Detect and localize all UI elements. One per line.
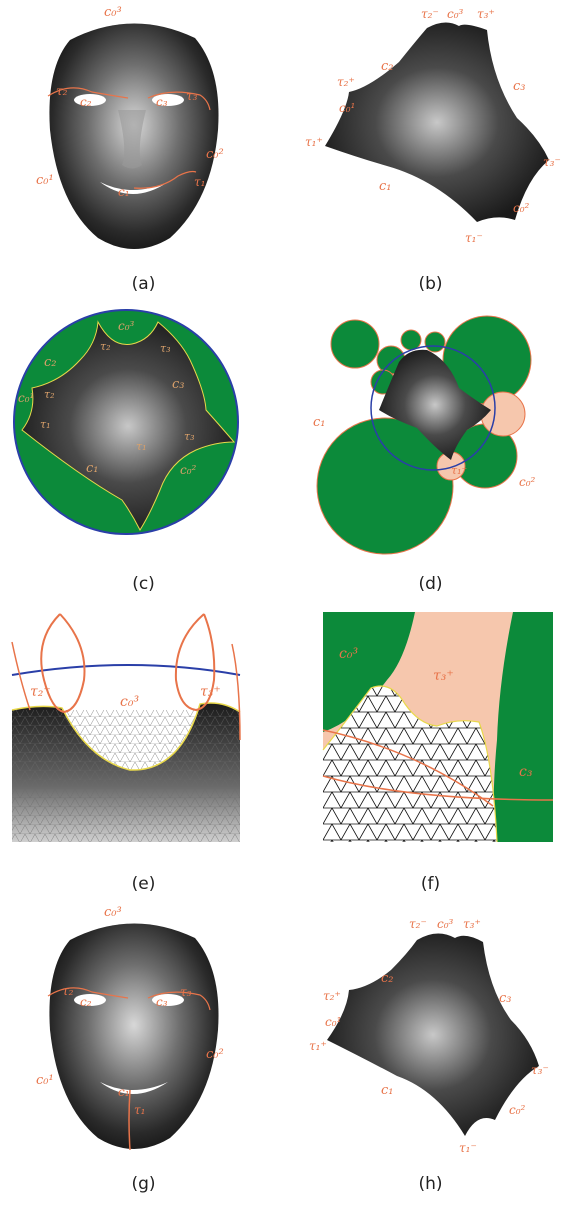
label-c0-3: c₀³ [437, 917, 454, 931]
face-mesh-a: c₀³ τ₂ c₂ c₃ τ₃ c₀² c₀¹ c₁ τ₁ [0, 0, 287, 300]
label-c0-3: c₀³ [120, 694, 139, 710]
label-tau2: τ₂ [62, 984, 74, 998]
label-tau2p: τ₂⁺ [337, 75, 355, 89]
label-tau2m: τ₂⁻ [409, 917, 427, 931]
label-tau1: τ₁ [194, 175, 205, 189]
caption-f: (f) [287, 874, 574, 894]
label-c1: c₁ [381, 1083, 394, 1098]
label-tau1p: τ₁⁺ [309, 1039, 327, 1053]
caption-e: (e) [0, 874, 287, 894]
label-tau3-c: τ₃ [160, 342, 171, 355]
caption-b: (b) [287, 274, 574, 294]
label-c0-2: c₀² [180, 463, 197, 477]
label-tau1m: τ₁⁻ [451, 464, 467, 477]
label-c0-2: c₀² [513, 201, 530, 215]
panel-d: c₁ τ₁⁻ c₀² [287, 300, 574, 600]
label-tau2-c: τ₂ [100, 340, 111, 353]
label-c3: c₃ [156, 995, 168, 1009]
label-c0-1: c₀¹ [36, 1073, 54, 1088]
label-c1: c₁ [118, 185, 130, 199]
label-c0-3: c₀³ [118, 319, 135, 333]
label-tau3m: τ₃⁻ [531, 1063, 549, 1077]
caption-a: (a) [0, 274, 287, 294]
panel-b: τ₂⁻ c₀³ τ₃⁺ c₂ c₃ τ₂⁺ c₀¹ τ₁⁺ τ₃⁻ c₁ c₀²… [287, 0, 574, 300]
label-tau1m: τ₁⁻ [459, 1141, 477, 1155]
label-c0-3: c₀³ [339, 646, 358, 662]
mesh-zoom-f: c₀³ τ₃⁺ c₃ [287, 600, 574, 900]
label-c2: c₂ [44, 355, 57, 370]
panel-h: τ₂⁻ c₀³ τ₃⁺ c₂ c₃ τ₂⁺ c₀¹ τ₁⁺ τ₃⁻ c₁ c₀²… [287, 900, 574, 1200]
label-c1: c₁ [379, 179, 392, 194]
label-c0-1: c₀¹ [18, 391, 34, 405]
circle-domain-c: c₀³ τ₂ τ₃ c₂ c₃ c₀¹ τ₂ τ₁ τ₃ c₁ τ₁ c₀² [0, 300, 287, 600]
panel-a: c₀³ τ₂ c₂ c₃ τ₃ c₀² c₀¹ c₁ τ₁ [0, 0, 287, 300]
flattened-mesh-h: τ₂⁻ c₀³ τ₃⁺ c₂ c₃ τ₂⁺ c₀¹ τ₁⁺ τ₃⁻ c₁ c₀²… [287, 900, 574, 1200]
label-tau3-c2: τ₃ [184, 430, 195, 443]
label-tau2: τ₂ [56, 84, 68, 98]
label-tau3m: τ₃⁻ [543, 155, 561, 169]
label-c2: c₂ [80, 95, 92, 109]
label-tau3p: τ₃⁺ [463, 917, 481, 931]
caption-g: (g) [0, 1174, 287, 1194]
label-tau1-c: τ₁ [40, 418, 51, 431]
label-tau3p: τ₃⁺ [200, 684, 221, 700]
face-mesh-g: c₀³ τ₂ c₂ c₃ τ₃ c₀² c₀¹ c₁ τ₁ [0, 900, 287, 1200]
label-c1: c₁ [86, 461, 99, 476]
label-c0-3: c₀³ [447, 7, 464, 21]
label-c2: c₂ [381, 59, 394, 74]
flattened-mesh-b: τ₂⁻ c₀³ τ₃⁺ c₂ c₃ τ₂⁺ c₀¹ τ₁⁺ τ₃⁻ c₁ c₀²… [287, 0, 574, 300]
label-tau1p: τ₁⁺ [305, 135, 323, 149]
label-tau3: τ₃ [186, 89, 198, 103]
label-tau2p: τ₂⁺ [323, 989, 341, 1003]
label-tau2m: τ₂⁻ [30, 684, 51, 700]
label-c0-2: c₀² [206, 147, 224, 162]
label-c0-1: c₀¹ [36, 173, 54, 188]
label-c1: c₁ [313, 415, 326, 430]
label-tau1: τ₁ [134, 1103, 145, 1117]
caption-h: (h) [287, 1174, 574, 1194]
label-c3: c₃ [172, 377, 185, 392]
label-tau2-c2: τ₂ [44, 388, 55, 401]
panel-e: τ₂⁻ c₀³ τ₃⁺ [0, 600, 287, 900]
label-c3: c₃ [156, 95, 168, 109]
label-c0-2: c₀² [509, 1103, 526, 1117]
caption-c: (c) [0, 574, 287, 594]
label-c3: c₃ [499, 991, 512, 1006]
label-c0-2: c₀² [519, 475, 536, 489]
panel-g: c₀³ τ₂ c₂ c₃ τ₃ c₀² c₀¹ c₁ τ₁ [0, 900, 287, 1200]
label-tau3p: τ₃⁺ [433, 668, 454, 684]
label-c0-2: c₀² [206, 1047, 224, 1062]
label-tau3: τ₃ [180, 985, 192, 999]
mesh-zoom-e: τ₂⁻ c₀³ τ₃⁺ [0, 600, 287, 900]
label-tau2m: τ₂⁻ [421, 7, 439, 21]
circle-packing-d: c₁ τ₁⁻ c₀² [287, 300, 574, 600]
label-c2: c₂ [80, 995, 92, 1009]
panel-f: c₀³ τ₃⁺ c₃ [287, 600, 574, 900]
panel-c: c₀³ τ₂ τ₃ c₂ c₃ c₀¹ τ₂ τ₁ τ₃ c₁ τ₁ c₀² [0, 300, 287, 600]
label-c3: c₃ [519, 764, 533, 780]
label-c3: c₃ [513, 79, 526, 94]
label-c0-3: c₀³ [104, 905, 122, 920]
label-c0-1: c₀¹ [339, 101, 355, 115]
label-tau1m: τ₁⁻ [465, 231, 483, 245]
caption-d: (d) [287, 574, 574, 594]
label-c0-1: c₀¹ [325, 1015, 341, 1029]
label-tau3p: τ₃⁺ [477, 7, 495, 21]
label-tau1-c2: τ₁ [136, 440, 147, 453]
label-c0-3: c₀³ [104, 5, 122, 20]
label-c1: c₁ [118, 1085, 130, 1099]
label-c2: c₂ [381, 971, 394, 986]
